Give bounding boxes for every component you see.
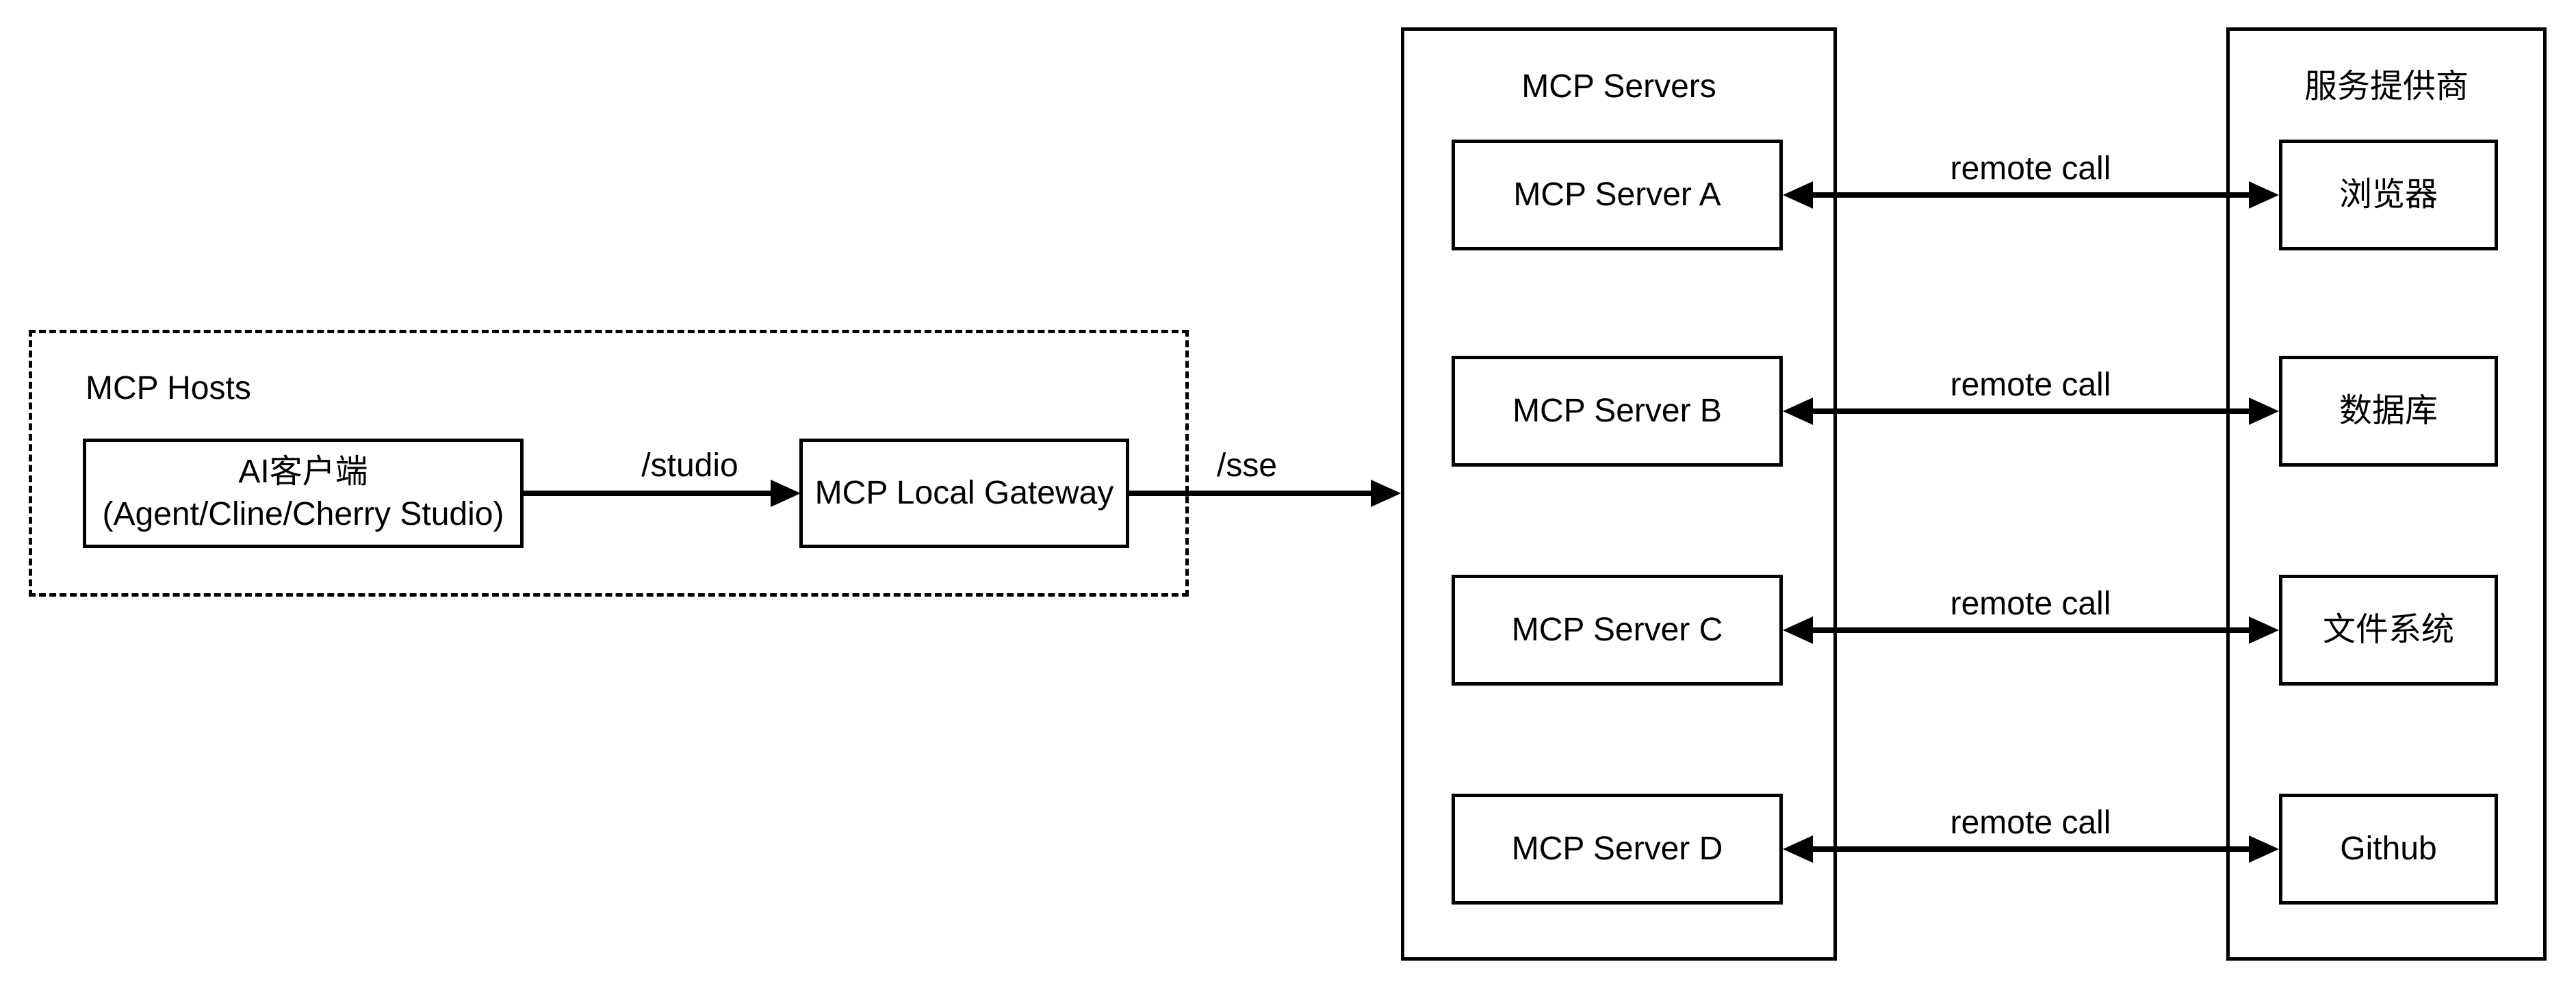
arrowhead-left-icon xyxy=(1783,616,1813,644)
mcp-hosts-group-label: MCP Hosts xyxy=(86,370,251,406)
github-provider-label: Github xyxy=(2340,831,2437,867)
database-provider-node: 数据库 xyxy=(2279,356,2498,467)
ai-client-label-line2: (Agent/Cline/Cherry Studio) xyxy=(102,496,504,532)
browser-provider-node: 浏览器 xyxy=(2279,140,2498,250)
remote-call-edge-label: remote call xyxy=(1946,803,2115,844)
studio-edge-label: /studio xyxy=(637,445,743,486)
mcp-server-b-label: MCP Server B xyxy=(1512,393,1722,429)
remote-call-arrow-a xyxy=(1783,181,2279,209)
remote-call-arrow-d xyxy=(1783,835,2279,863)
ai-client-label-line1: AI客户端 xyxy=(238,454,368,490)
mcp-local-gateway-label: MCP Local Gateway xyxy=(814,475,1114,511)
ai-client-node: AI客户端 (Agent/Cline/Cherry Studio) xyxy=(83,439,524,548)
arrowhead-right-icon xyxy=(771,480,801,507)
mcp-server-b-node: MCP Server B xyxy=(1452,356,1783,467)
remote-call-edge-label: remote call xyxy=(1946,584,2115,625)
arrowhead-right-icon xyxy=(1371,480,1401,507)
sse-arrow-line xyxy=(1129,491,1371,496)
arrowhead-right-icon xyxy=(2249,181,2279,209)
remote-call-edge-label: remote call xyxy=(1946,365,2115,406)
studio-arrow xyxy=(524,480,801,507)
remote-call-arrow-line xyxy=(1813,627,2249,633)
remote-call-arrow-line xyxy=(1813,408,2249,414)
remote-call-arrow-line xyxy=(1813,846,2249,852)
mcp-server-a-node: MCP Server A xyxy=(1452,140,1783,250)
mcp-server-c-label: MCP Server C xyxy=(1511,612,1723,648)
arrowhead-right-icon xyxy=(2249,398,2279,425)
mcp-server-d-label: MCP Server D xyxy=(1511,831,1723,867)
arrowhead-left-icon xyxy=(1783,181,1813,209)
mcp-server-d-node: MCP Server D xyxy=(1452,794,1783,905)
remote-call-edge-label: remote call xyxy=(1946,148,2115,190)
remote-call-arrow-c xyxy=(1783,616,2279,644)
mcp-servers-group-title: MCP Servers xyxy=(1521,68,1716,105)
arrowhead-right-icon xyxy=(2249,835,2279,863)
mcp-server-c-node: MCP Server C xyxy=(1452,575,1783,686)
remote-call-arrow-b xyxy=(1783,398,2279,425)
filesystem-provider-label: 文件系统 xyxy=(2322,612,2454,648)
filesystem-provider-node: 文件系统 xyxy=(2279,575,2498,686)
arrowhead-left-icon xyxy=(1783,398,1813,425)
database-provider-label: 数据库 xyxy=(2339,393,2438,429)
browser-provider-label: 浏览器 xyxy=(2339,177,2438,213)
service-providers-group-title: 服务提供商 xyxy=(2304,68,2469,105)
sse-arrow xyxy=(1129,480,1401,507)
arrowhead-right-icon xyxy=(2249,616,2279,644)
github-provider-node: Github xyxy=(2279,794,2498,905)
mcp-local-gateway-node: MCP Local Gateway xyxy=(799,439,1129,548)
arrowhead-left-icon xyxy=(1783,835,1813,863)
sse-edge-label: /sse xyxy=(1212,445,1282,486)
studio-arrow-line xyxy=(524,491,771,496)
mcp-server-a-label: MCP Server A xyxy=(1513,177,1721,213)
mcp-hosts-group: MCP Hosts xyxy=(29,330,1189,597)
remote-call-arrow-line xyxy=(1813,192,2249,198)
